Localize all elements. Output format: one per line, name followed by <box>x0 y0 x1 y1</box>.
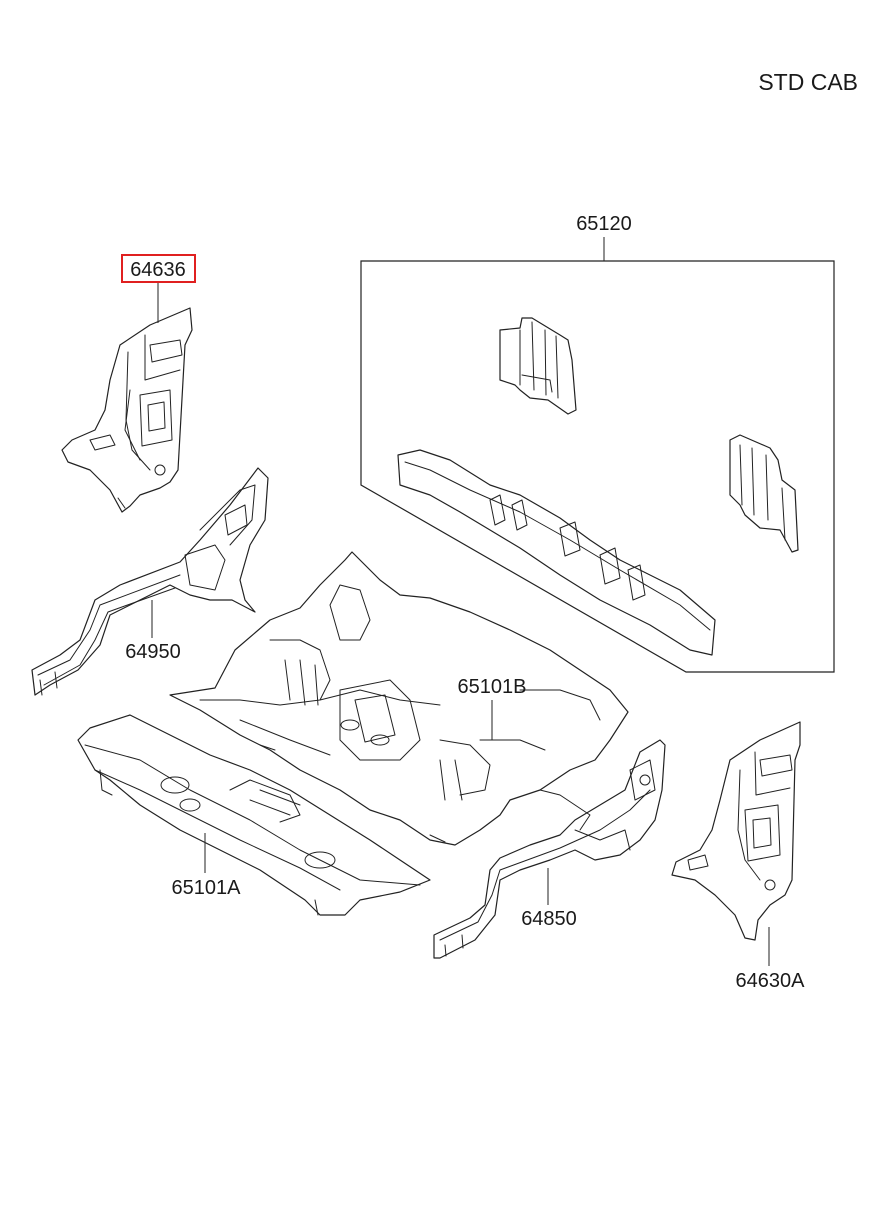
part-label-64636[interactable]: 64636 <box>130 259 186 281</box>
part-label-64850[interactable]: 64850 <box>521 908 577 930</box>
diagram-title: STD CAB <box>758 69 858 95</box>
part-64630A-drawing[interactable] <box>671 721 801 941</box>
part-label-65120[interactable]: 65120 <box>576 213 632 235</box>
part-label-64630A[interactable]: 64630A <box>736 970 806 992</box>
part-65101A-drawing[interactable] <box>77 714 431 916</box>
group-box-65120 <box>360 260 835 673</box>
part-64950-drawing[interactable] <box>31 467 269 696</box>
highlight-box-64636 <box>121 254 196 283</box>
part-65101B-drawing[interactable] <box>169 551 629 846</box>
part-64850-drawing[interactable] <box>433 739 666 959</box>
part-65120-drawing[interactable] <box>397 317 799 656</box>
part-label-65101A[interactable]: 65101A <box>172 877 242 899</box>
part-label-65101B[interactable]: 65101B <box>458 676 527 698</box>
part-label-64950[interactable]: 64950 <box>125 641 181 663</box>
part-64636-drawing[interactable] <box>61 307 193 513</box>
